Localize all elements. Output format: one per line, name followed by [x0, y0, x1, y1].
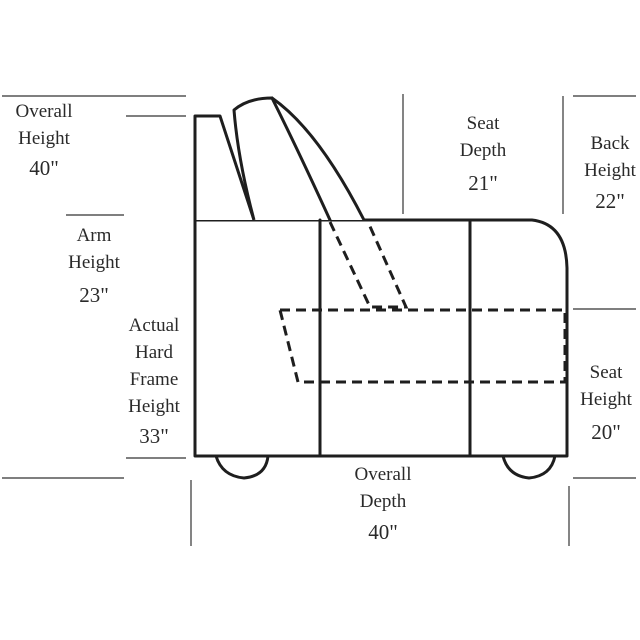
back-cushion-seam — [270, 96, 332, 222]
front-foot — [214, 454, 270, 480]
back-height-label: Back Height 22" — [570, 130, 640, 215]
overall-height-line-1: Overall — [15, 101, 73, 122]
overall-depth-line-1: Overall — [354, 464, 412, 485]
overall-height-line-2: Height — [18, 128, 70, 149]
frame-height-label: Actual Hard Frame Height 33" — [114, 312, 194, 450]
dimension-lines — [2, 94, 636, 546]
arm-height-value: 23" — [79, 283, 109, 307]
frame-height-line-4: Height — [128, 396, 180, 417]
frame-height-line-3: Frame — [129, 369, 179, 390]
arm-height-line-2: Height — [68, 252, 120, 273]
sofa-outline — [193, 96, 569, 480]
hidden-seat-cushion — [278, 308, 567, 384]
arm-height-label: Arm Height 23" — [54, 222, 134, 309]
frame-height-line-1: Actual — [128, 315, 180, 336]
hidden-back-cushion — [328, 221, 409, 309]
overall-depth-line-2: Depth — [359, 491, 407, 512]
frame-height-line-2: Hard — [135, 342, 173, 363]
seat-height-value: 20" — [591, 420, 621, 444]
seat-depth-label: Seat Depth 21" — [443, 110, 523, 197]
back-height-value: 22" — [595, 189, 625, 213]
seat-depth-line-2: Depth — [459, 140, 507, 161]
seat-depth-value: 21" — [468, 171, 498, 195]
arm-height-line-1: Arm — [76, 225, 112, 246]
seat-depth-line-1: Seat — [466, 113, 500, 134]
back-height-line-1: Back — [590, 133, 630, 154]
sofa-arm — [193, 114, 256, 221]
back-foot — [501, 454, 557, 480]
frame-height-value: 33" — [139, 424, 169, 448]
seat-height-line-2: Height — [580, 389, 632, 410]
overall-depth-value: 40" — [368, 520, 398, 544]
overall-depth-label: Overall Depth 40" — [343, 461, 423, 546]
back-height-line-2: Height — [584, 160, 636, 181]
overall-height-label: Overall Height 40" — [4, 98, 84, 182]
overall-height-value: 40" — [29, 156, 59, 180]
seat-height-label: Seat Height 20" — [566, 359, 640, 446]
back-cushion — [232, 96, 366, 221]
seat-height-line-1: Seat — [589, 362, 623, 383]
sofa-base — [193, 218, 569, 458]
